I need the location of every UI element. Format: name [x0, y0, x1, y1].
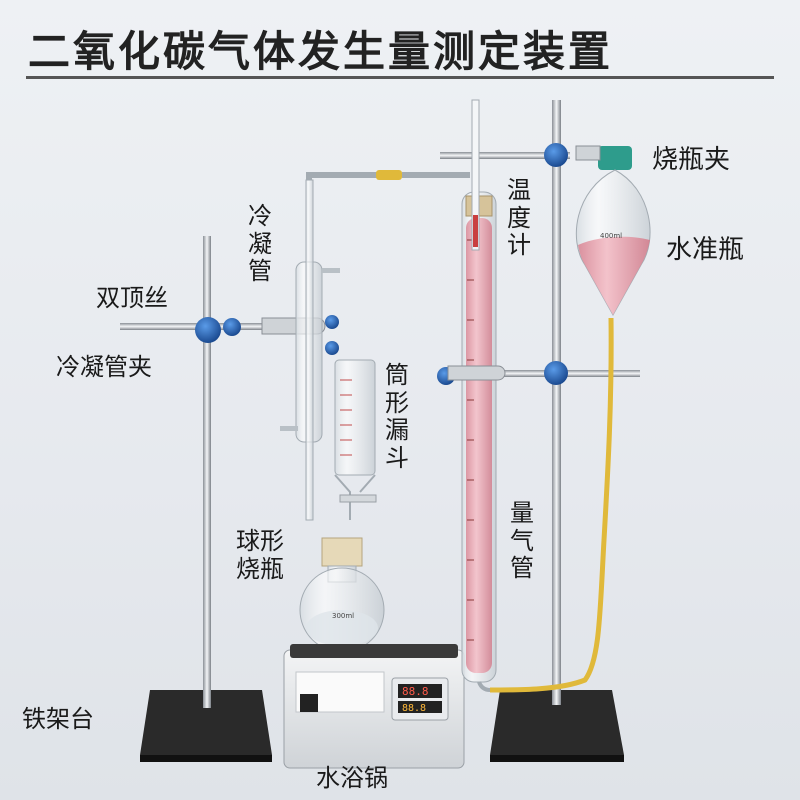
gas-burette-graphic	[461, 99, 497, 692]
left-stand-rod	[203, 236, 211, 708]
left-stand-base	[140, 690, 272, 762]
top-right-clamp-knob	[544, 143, 568, 167]
rubber-tubing	[489, 317, 614, 693]
burette-clamp-fingers	[447, 365, 506, 381]
right-stand-base	[490, 690, 624, 762]
left-clamp-knob-2	[223, 318, 241, 336]
label-condenser-clamp: 冷凝管夹	[56, 353, 152, 381]
label-thermometer: 温度计	[507, 176, 531, 260]
label-condenser: 冷凝管	[248, 202, 272, 286]
label-double-clamp-holder: 双顶丝	[96, 284, 168, 312]
label-water-bath: 水浴锅	[316, 764, 388, 792]
cylindrical-funnel-graphic	[334, 359, 377, 520]
condenser-graphic	[280, 170, 470, 521]
label-gas-burette: 量气管	[510, 499, 534, 583]
leveling-bottle-graphic: 400ml	[575, 145, 651, 317]
water-bath-graphic: 88.8 88.8	[283, 644, 465, 769]
left-clamp-arm	[120, 323, 270, 330]
mid-right-clamp-knob	[544, 361, 568, 385]
left-clamp-knob	[195, 317, 221, 343]
bath-display-bottom: 88.8	[402, 703, 426, 714]
page-title: 二氧化碳气体发生量测定装置	[28, 27, 614, 76]
label-round-flask: 球形烧瓶	[236, 527, 284, 583]
top-right-clamp-arm	[440, 152, 570, 159]
bath-display-top: 88.8	[402, 685, 429, 698]
label-leveling-bottle: 水准瓶	[666, 235, 745, 265]
title-underline	[26, 76, 774, 79]
label-flask-clamp: 烧瓶夹	[652, 145, 731, 175]
label-cylindrical-funnel: 筒形漏斗	[385, 361, 409, 472]
round-flask-graphic: 300ml	[299, 537, 385, 653]
right-stand-rod	[552, 100, 561, 705]
bottle-volume-label: 400ml	[600, 232, 622, 240]
flask-volume-label: 300ml	[332, 612, 354, 620]
label-iron-stand: 铁架台	[22, 705, 94, 733]
